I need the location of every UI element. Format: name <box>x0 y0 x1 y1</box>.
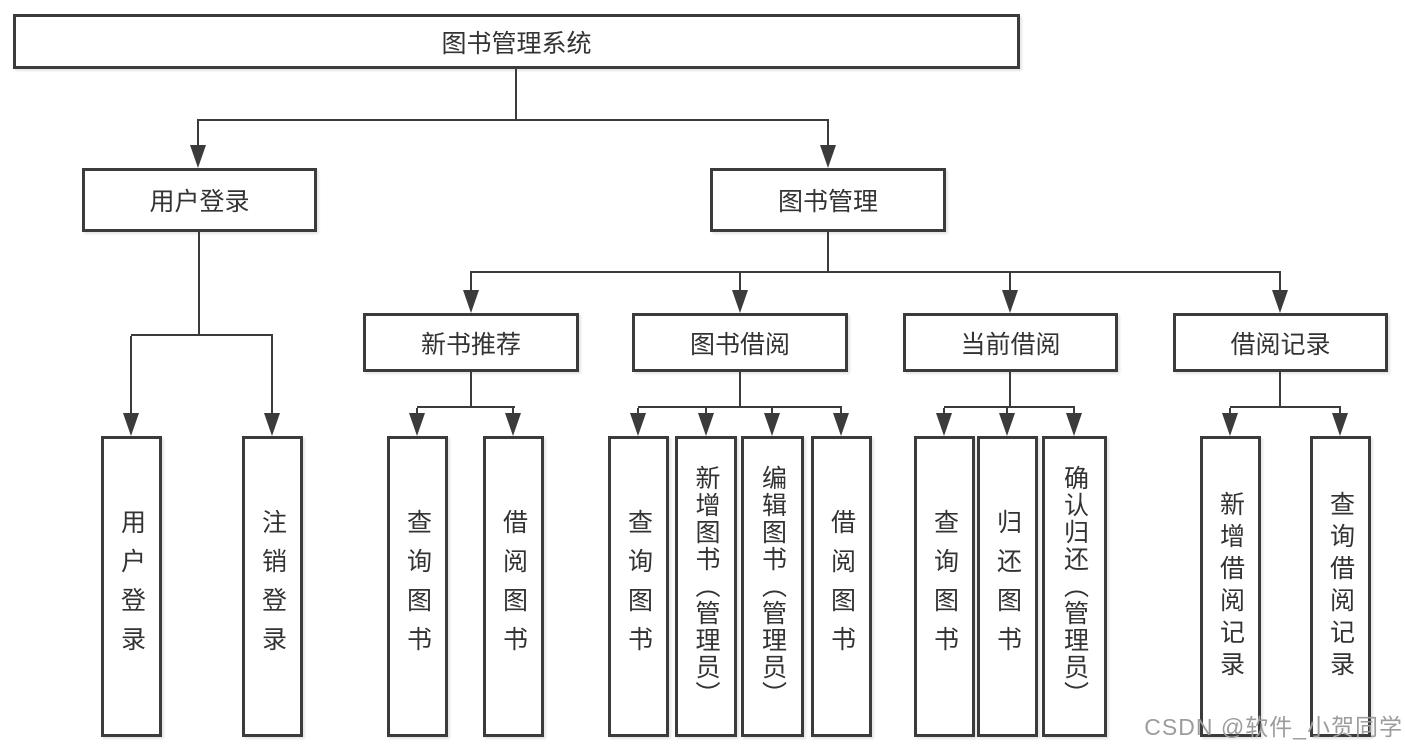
arrowhead-bb1 <box>630 413 646 436</box>
node-current-borrow: 当前借阅 <box>903 313 1118 372</box>
arrowhead-cb3 <box>1066 413 1082 436</box>
connector-drop-nb2 <box>512 408 514 415</box>
connector-root-stem <box>515 69 517 120</box>
leaf-borrow-query-book-label: 查询图书 <box>624 508 653 665</box>
arrowhead-bb4 <box>833 413 849 436</box>
connector-top-bar <box>197 119 829 121</box>
leaf-newbook-query-book-label: 查询图书 <box>403 508 432 665</box>
connector-drop-user-login <box>197 121 199 147</box>
connector-drop-rc2 <box>1339 408 1341 415</box>
arrowhead-nb1 <box>409 413 425 436</box>
arrowhead-leaf-login <box>123 413 139 436</box>
connector-drop-cb1 <box>943 408 945 415</box>
connector-drop-records <box>1279 273 1281 292</box>
arrowhead-rc2 <box>1332 413 1348 436</box>
node-book-borrow: 图书借阅 <box>632 313 848 372</box>
arrowhead-book-mgmt <box>820 145 836 168</box>
connector-newbook-stem <box>470 370 472 407</box>
node-book-borrow-label: 图书借阅 <box>689 330 790 359</box>
arrowhead-user-login <box>190 145 206 168</box>
arrowhead-bb2 <box>698 413 714 436</box>
leaf-user-login-label: 用户登录 <box>117 508 146 665</box>
leaf-current-return-book: 归还图书 <box>977 436 1038 737</box>
leaf-records-query-record: 查询借阅记录 <box>1310 436 1371 737</box>
leaf-borrow-borrow-book-label: 借阅图书 <box>827 508 856 665</box>
connector-drop-rc1 <box>1229 408 1231 415</box>
connector-user-login-bar <box>131 334 273 336</box>
connector-newbook-bar <box>417 406 515 408</box>
node-root-label: 图书管理系统 <box>441 29 592 58</box>
connector-drop-cb3 <box>1073 408 1075 415</box>
node-book-management: 图书管理 <box>710 168 946 232</box>
connector-borrow-bar <box>638 406 842 408</box>
arrowhead-borrow <box>732 290 748 313</box>
node-new-book-recommend-label: 新书推荐 <box>420 330 521 359</box>
arrowhead-newbook <box>463 290 479 313</box>
node-borrow-records: 借阅记录 <box>1173 313 1388 372</box>
leaf-user-login: 用户登录 <box>101 436 162 737</box>
leaf-borrow-borrow-book: 借阅图书 <box>811 436 872 737</box>
csdn-watermark: CSDN @软件_小贺同学 <box>1144 714 1403 740</box>
connector-drop-newbook <box>470 273 472 292</box>
connector-drop-leaf-login <box>130 336 132 414</box>
node-user-login: 用户登录 <box>82 168 317 232</box>
leaf-current-return-book-label: 归还图书 <box>993 508 1022 665</box>
leaf-newbook-query-book: 查询图书 <box>387 436 448 737</box>
arrowhead-cb2 <box>999 413 1015 436</box>
leaf-borrow-add-book-admin: 新增图书（管理员） <box>675 436 737 737</box>
connector-book-mgmt-bar <box>470 271 1281 273</box>
connector-records-stem <box>1279 370 1281 407</box>
leaf-current-confirm-return-admin-label: 确认归还（管理员） <box>1060 465 1089 708</box>
connector-current-bar <box>944 406 1075 408</box>
leaf-borrow-add-book-admin-label: 新增图书（管理员） <box>692 465 720 708</box>
arrowhead-bb3 <box>764 413 780 436</box>
connector-drop-nb1 <box>416 408 418 415</box>
leaf-records-add-record: 新增借阅记录 <box>1200 436 1261 737</box>
connector-user-login-stem <box>198 232 200 335</box>
node-root: 图书管理系统 <box>13 14 1020 69</box>
leaf-logout: 注销登录 <box>242 436 303 737</box>
connector-borrow-stem <box>739 370 741 407</box>
node-borrow-records-label: 借阅记录 <box>1230 330 1331 359</box>
leaf-borrow-edit-book-admin: 编辑图书（管理员） <box>741 436 804 737</box>
connector-current-stem <box>1009 370 1011 407</box>
leaf-current-query-book: 查询图书 <box>914 436 975 737</box>
node-new-book-recommend: 新书推荐 <box>363 313 579 372</box>
connector-records-bar <box>1230 406 1341 408</box>
arrowhead-leaf-logout <box>264 413 280 436</box>
leaf-records-add-record-label: 新增借阅记录 <box>1216 490 1245 683</box>
connector-drop-current <box>1009 273 1011 292</box>
connector-drop-leaf-logout <box>271 336 273 414</box>
arrowhead-nb2 <box>505 413 521 436</box>
connector-drop-bb4 <box>840 408 842 415</box>
arrowhead-cb1 <box>936 413 952 436</box>
leaf-records-query-record-label: 查询借阅记录 <box>1326 490 1355 683</box>
arrowhead-rc1 <box>1222 413 1238 436</box>
connector-drop-cb2 <box>1006 408 1008 415</box>
connector-drop-borrow <box>739 273 741 292</box>
leaf-newbook-borrow-book-label: 借阅图书 <box>499 508 528 665</box>
arrowhead-current <box>1002 290 1018 313</box>
node-book-management-label: 图书管理 <box>777 188 878 216</box>
connector-drop-bb2 <box>705 408 707 415</box>
leaf-current-confirm-return-admin: 确认归还（管理员） <box>1042 436 1107 737</box>
leaf-logout-label: 注销登录 <box>258 508 287 665</box>
node-user-login-label: 用户登录 <box>149 188 250 216</box>
node-current-borrow-label: 当前借阅 <box>960 330 1061 359</box>
connector-drop-bb1 <box>637 408 639 415</box>
connector-drop-book-mgmt <box>827 121 829 147</box>
leaf-newbook-borrow-book: 借阅图书 <box>483 436 544 737</box>
arrowhead-records <box>1272 290 1288 313</box>
leaf-borrow-query-book: 查询图书 <box>608 436 669 737</box>
connector-book-mgmt-stem <box>827 232 829 273</box>
connector-drop-bb3 <box>771 408 773 415</box>
leaf-current-query-book-label: 查询图书 <box>930 508 959 665</box>
leaf-borrow-edit-book-admin-label: 编辑图书（管理员） <box>758 465 787 708</box>
